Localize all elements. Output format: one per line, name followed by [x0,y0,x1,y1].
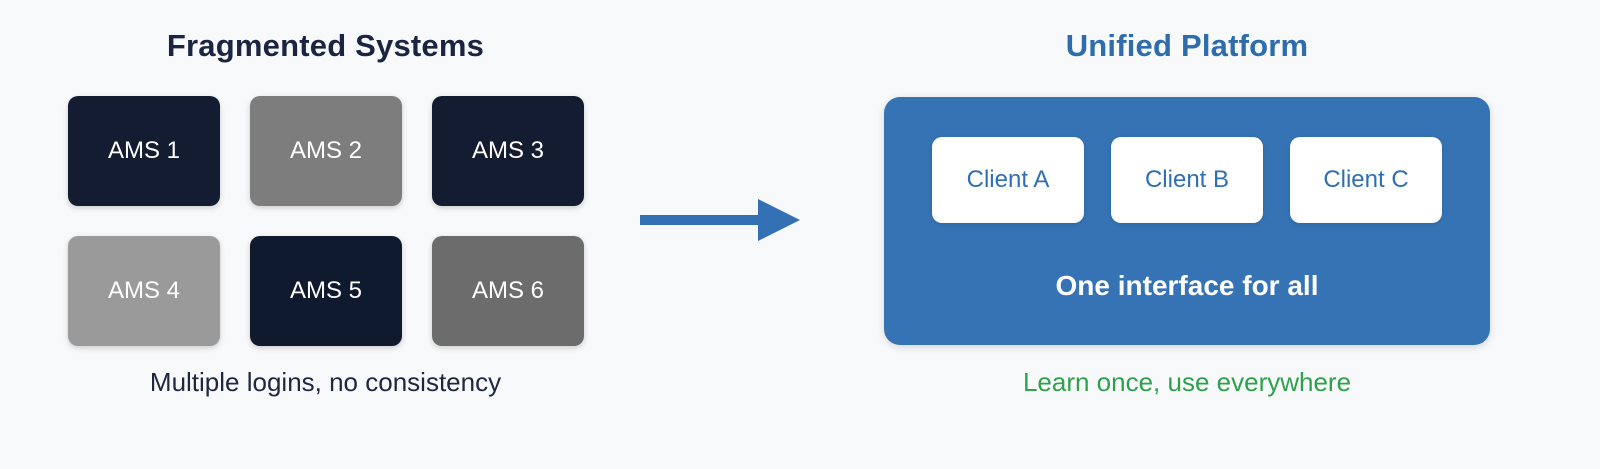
client-card: Client A [932,137,1084,223]
client-card: Client C [1290,137,1442,223]
panel-message: One interface for all [1055,270,1319,301]
unified-platform-panel: Client A Client B Client C One interface… [884,97,1490,345]
fragmented-systems-title: Fragmented Systems [166,28,485,63]
ams-box: AMS 5 [250,236,402,346]
fragmented-systems-grid: AMS 1 AMS 2 AMS 3 AMS 4 AMS 5 AMS 6 [68,96,584,346]
clients-row: Client A Client B Client C [884,137,1490,223]
ams-box: AMS 6 [432,236,584,346]
ams-box: AMS 1 [68,96,220,206]
right-arrow-icon [634,196,806,244]
client-card: Client B [1111,137,1263,223]
fragmented-caption: Multiple logins, no consistency [149,367,502,397]
unified-caption: Learn once, use everywhere [1022,367,1352,397]
ams-box: AMS 3 [432,96,584,206]
ams-box: AMS 4 [68,236,220,346]
ams-box: AMS 2 [250,96,402,206]
unified-platform-title: Unified Platform [1065,28,1309,63]
